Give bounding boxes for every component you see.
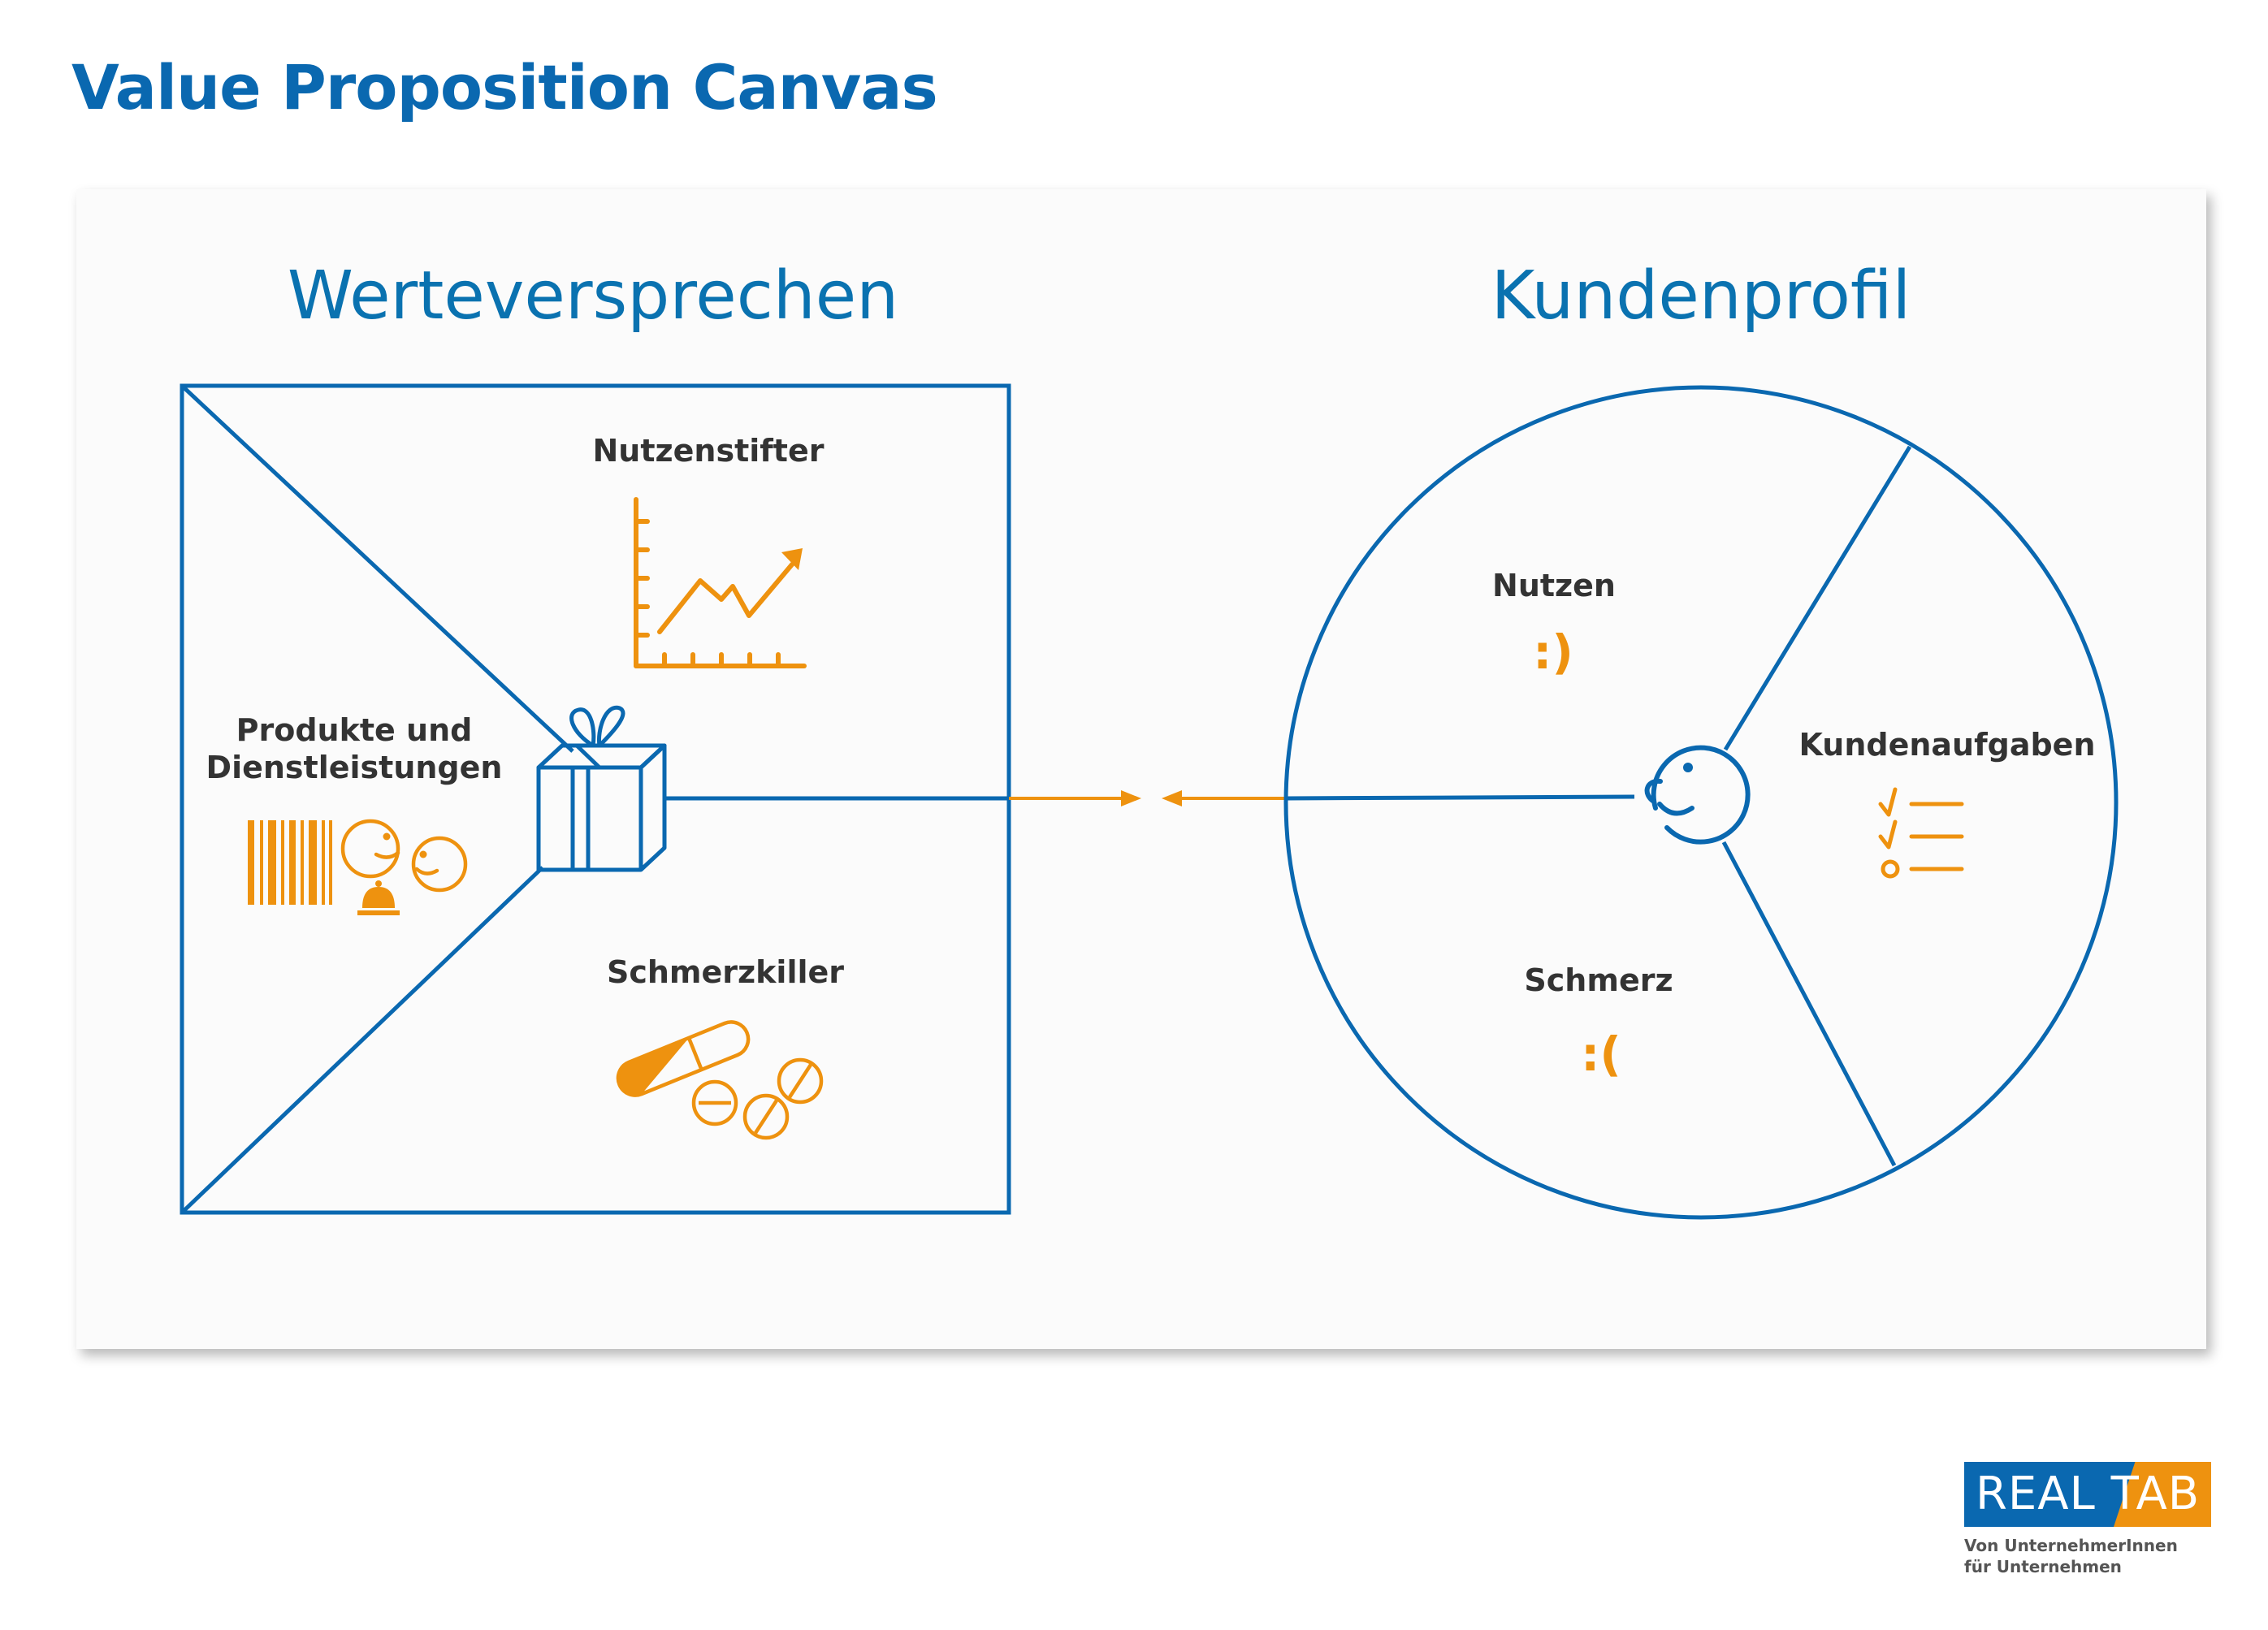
value-map-square <box>180 383 1011 1215</box>
checklist-icon <box>1878 787 1964 879</box>
service-bell-icon <box>357 880 400 915</box>
customer-face-icon <box>1644 745 1751 845</box>
customer-profile-heading: Kundenprofil <box>1491 257 1911 335</box>
arrow-left-icon <box>1162 790 1285 806</box>
pain-relievers-label: Schmerzkiller <box>607 954 844 990</box>
logo-wordmark: REAL TAB <box>1976 1468 2201 1520</box>
pains-label: Schmerz <box>1524 962 1673 998</box>
growth-chart-icon <box>634 497 807 668</box>
gains-emote: :) <box>1533 625 1573 680</box>
jobs-label: Kundenaufgaben <box>1798 727 2095 763</box>
gain-creators-label: Nutzenstifter <box>593 433 825 469</box>
canvas-card <box>76 189 2206 1349</box>
products-label-line1: Produkte und <box>236 712 473 748</box>
pains-emote: :( <box>1581 1027 1621 1082</box>
logo-badge: REAL TAB <box>1964 1462 2211 1527</box>
products-label-line2: Dienstleistungen <box>206 750 503 785</box>
customer-profile-circle <box>1283 385 2119 1220</box>
barcode-icon <box>248 820 332 905</box>
page-title: Value Proposition Canvas <box>71 51 938 123</box>
service-faces-icon <box>340 819 468 893</box>
arrow-right-icon <box>1009 790 1141 806</box>
realtab-logo: REAL TAB Von UnternehmerInnen für Untern… <box>1964 1462 2216 1577</box>
pills-icon <box>616 1020 824 1140</box>
value-proposition-heading: Werteversprechen <box>288 257 898 335</box>
logo-tagline: Von UnternehmerInnen für Unternehmen <box>1964 1535 2216 1577</box>
logo-tagline-line1: Von UnternehmerInnen <box>1964 1536 2178 1555</box>
logo-tagline-line2: für Unternehmen <box>1964 1557 2122 1576</box>
gains-label: Nutzen <box>1492 568 1616 603</box>
gift-icon <box>536 705 667 872</box>
